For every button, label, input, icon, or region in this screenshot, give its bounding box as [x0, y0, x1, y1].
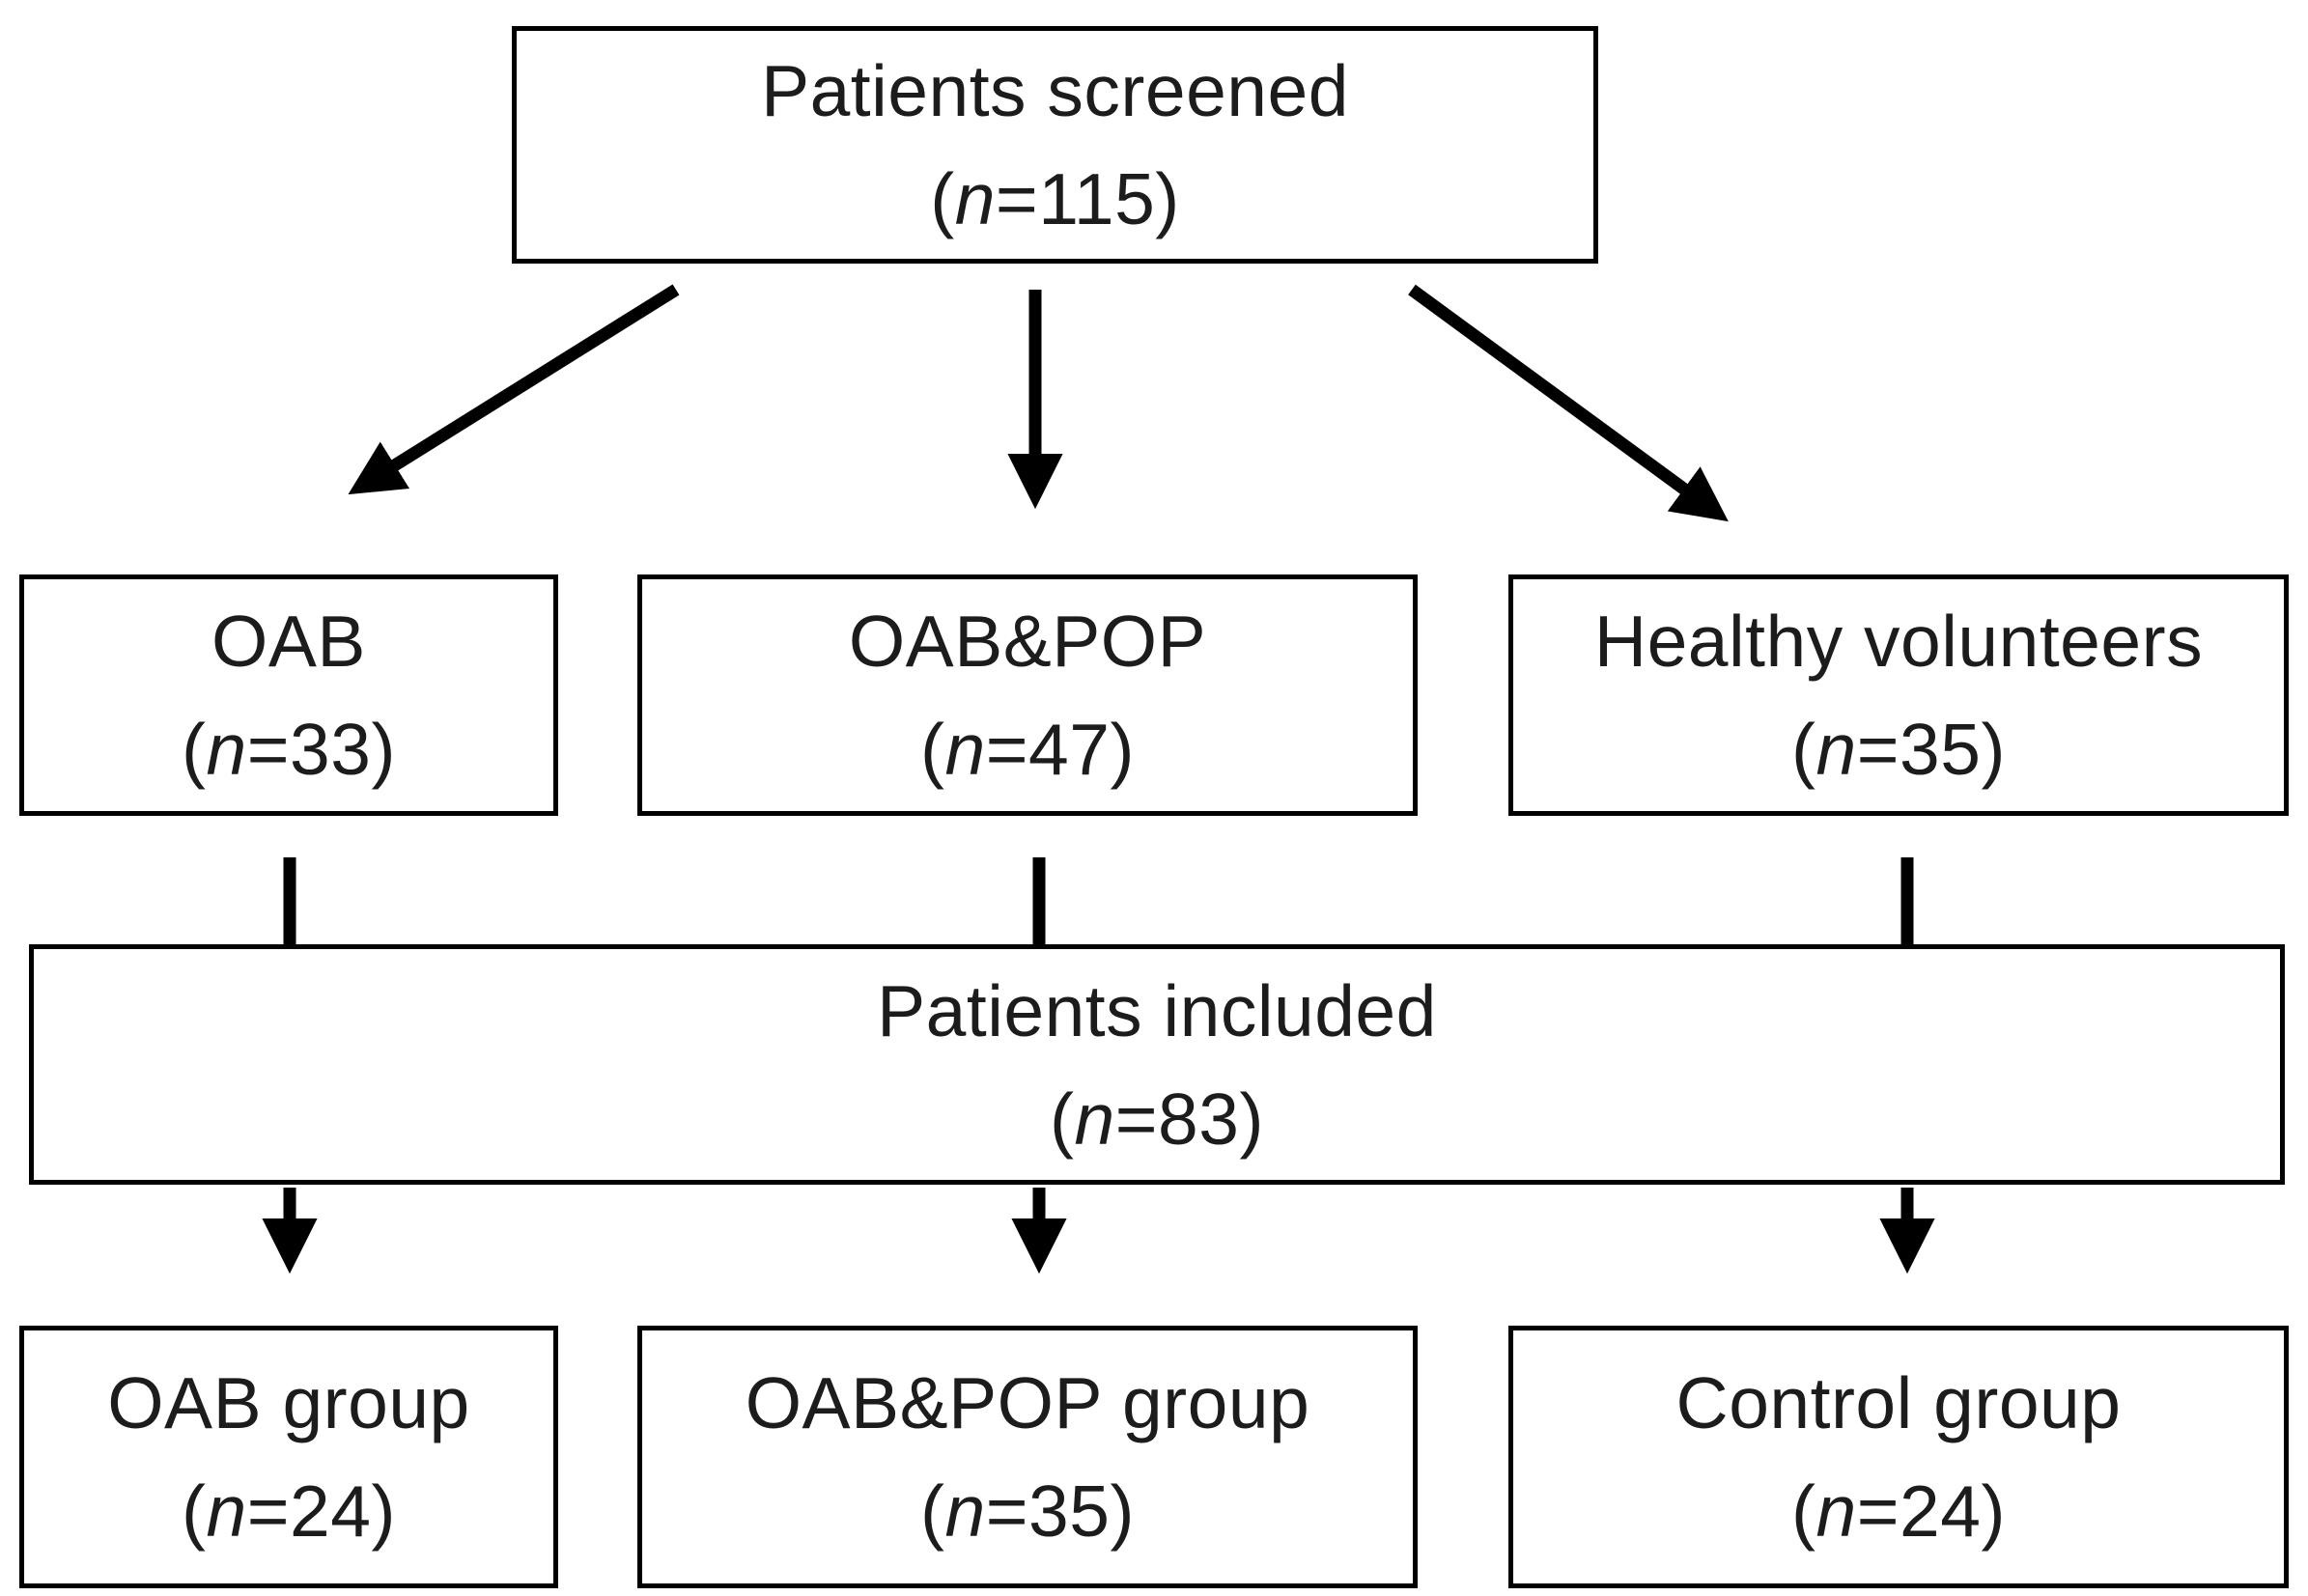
- n-symbol: n: [1074, 1078, 1115, 1160]
- node-oab: OAB (n=33): [19, 574, 558, 816]
- node-count: (n=35): [1791, 709, 2006, 790]
- n-symbol: n: [944, 1470, 986, 1552]
- node-label: OAB: [211, 601, 366, 682]
- node-count: (n=115): [930, 158, 1180, 239]
- node-label: OAB&POP group: [745, 1362, 1310, 1443]
- n-symbol: n: [944, 709, 986, 790]
- node-control-group: Control group (n=24): [1508, 1326, 2289, 1588]
- n-symbol: n: [1815, 709, 1857, 790]
- node-count: (n=33): [182, 709, 396, 790]
- node-oab-pop-group: OAB&POP group (n=35): [637, 1326, 1418, 1588]
- node-label: Patients screened: [761, 50, 1349, 131]
- node-count: (n=24): [182, 1470, 396, 1552]
- arrow-screened-to-healthy: [1408, 284, 1729, 522]
- node-count: (n=47): [920, 709, 1135, 790]
- n-symbol: n: [1815, 1470, 1857, 1552]
- node-oab-pop: OAB&POP (n=47): [637, 574, 1418, 816]
- node-patients-screened: Patients screened (n=115): [512, 26, 1598, 264]
- n-symbol: n: [206, 1470, 247, 1552]
- node-label: OAB group: [107, 1362, 470, 1443]
- n-symbol: n: [954, 158, 996, 239]
- node-label: OAB&POP: [848, 601, 1207, 682]
- node-label: Healthy volunteers: [1593, 601, 2204, 682]
- node-healthy-volunteers: Healthy volunteers (n=35): [1508, 574, 2289, 816]
- n-symbol: n: [206, 709, 247, 790]
- node-patients-included: Patients included (n=83): [29, 944, 2285, 1185]
- node-oab-group: OAB group (n=24): [19, 1326, 558, 1588]
- node-count: (n=83): [1050, 1078, 1264, 1160]
- node-label: Patients included: [877, 969, 1437, 1051]
- node-label: Control group: [1675, 1362, 2122, 1443]
- node-count: (n=24): [1791, 1470, 2006, 1552]
- arrow-screened-to-oab: [348, 284, 680, 495]
- node-count: (n=35): [920, 1470, 1135, 1552]
